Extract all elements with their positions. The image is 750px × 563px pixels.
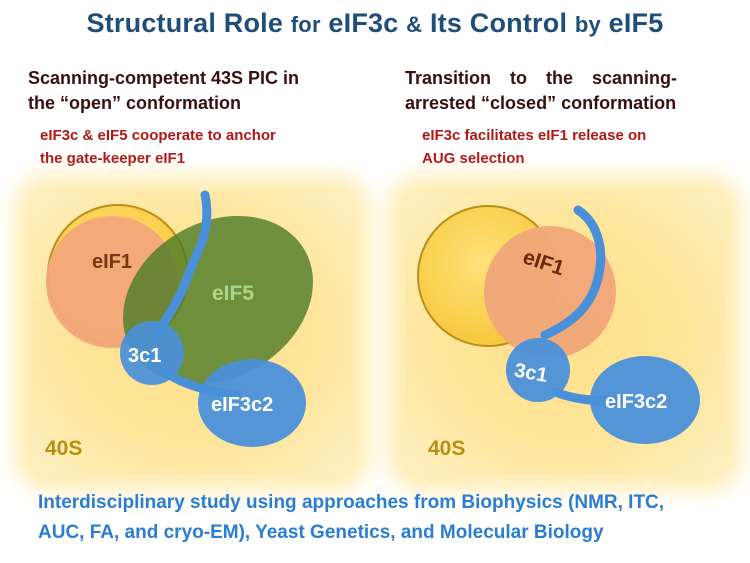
right-heading: Transition to the scanning- arrested “cl… — [405, 66, 735, 116]
title-part-2: for — [290, 12, 321, 37]
title-part-1: Structural Role — [86, 8, 284, 38]
right-subheading-line-1: eIF3c facilitates eIF1 release on — [422, 127, 647, 144]
left-subheading-line-1: eIF3c & eIF5 cooperate to anchor — [40, 127, 276, 144]
left-heading-line-2: the “open” conformation — [28, 93, 241, 113]
left-subheading: eIF3c & eIF5 cooperate to anchor the gat… — [40, 124, 360, 170]
left-eif3c-linker — [150, 190, 212, 343]
right-40s-label: 40S — [428, 437, 465, 460]
left-subheading-line-2: the gate-keeper eIF1 — [40, 150, 186, 167]
left-eif1-label: eIF1 — [92, 251, 132, 273]
left-eif3c2-ellipse — [198, 359, 306, 447]
right-schematic: eIF1 3c1 eIF3c2 40S — [417, 205, 700, 460]
right-eif3c2-label: eIF3c2 — [605, 391, 667, 413]
left-heading-line-1: Scanning-competent 43S PIC in — [28, 68, 300, 88]
title-part-3: eIF3c — [328, 8, 399, 38]
title-part-7: eIF5 — [608, 8, 664, 38]
left-40s-label: 40S — [45, 437, 82, 460]
right-subheading: eIF3c facilitates eIF1 release on AUG se… — [422, 124, 732, 170]
footer-line-2: AUC, FA, and cryo-EM), Yeast Genetics, a… — [38, 522, 604, 543]
left-3c1-label: 3c1 — [128, 345, 161, 367]
footer-text: Interdisciplinary study using approaches… — [38, 488, 728, 548]
title-part-5: Its Control — [429, 8, 568, 38]
left-schematic: eIF1 eIF5 3c1 eIF3c2 40S — [45, 190, 313, 460]
right-eif3c2-ellipse — [590, 356, 700, 444]
right-heading-line-1: Transition to the scanning- — [405, 68, 678, 88]
right-subheading-line-2: AUG selection — [422, 150, 525, 167]
title-part-6: by — [574, 12, 601, 37]
right-eif1-circle — [484, 226, 616, 358]
page-title: Structural Role for eIF3c & Its Control … — [0, 8, 750, 39]
right-3c1-circle — [506, 338, 570, 402]
right-eif3c-linker — [540, 205, 606, 340]
left-3c1-circle — [120, 321, 184, 385]
left-eif3c2-label: eIF3c2 — [211, 394, 273, 416]
left-heading: Scanning-competent 43S PIC in the “open”… — [28, 66, 358, 116]
footer-line-1: Interdisciplinary study using approaches… — [38, 492, 665, 513]
left-eif5-label: eIF5 — [212, 282, 254, 305]
title-part-4: & — [406, 12, 423, 37]
right-heading-line-2: arrested “closed” conformation — [405, 93, 677, 113]
